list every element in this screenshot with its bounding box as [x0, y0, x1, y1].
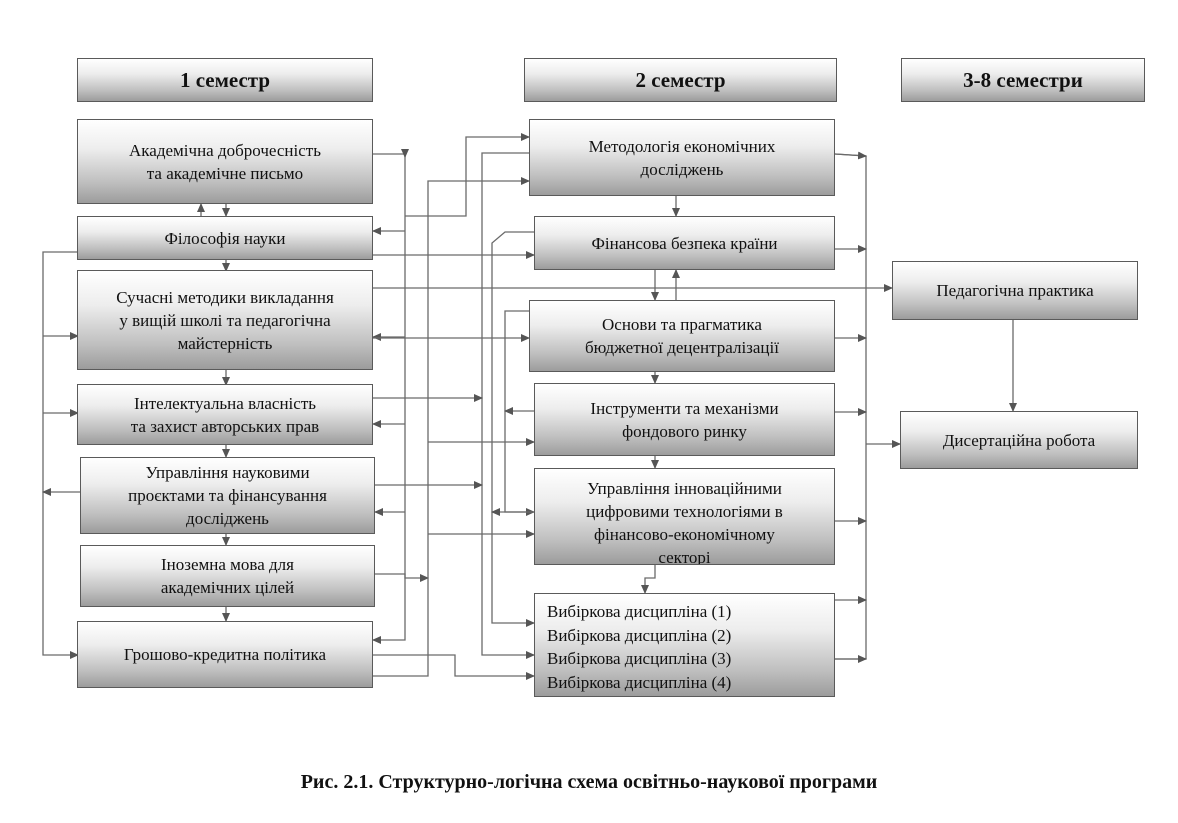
course-financial-security: Фінансова безпека країни	[534, 216, 835, 270]
pedagogical-practice: Педагогічна практика	[892, 261, 1138, 320]
course-budget-decentralization: Основи та прагматика бюджетної децентрал…	[529, 300, 835, 372]
semester-1-header: 1 семестр	[77, 58, 373, 102]
course-teaching-methods: Сучасні методики викладання у вищій школ…	[77, 270, 373, 370]
semester-3-8-header: 3-8 семестри	[901, 58, 1145, 102]
course-intellectual-property: Інтелектуальна власність та захист автор…	[77, 384, 373, 445]
elective-4: Вибіркова дисципліна (4)	[547, 672, 732, 692]
elective-disciplines-list: Вибіркова дисципліна (1) Вибіркова дисци…	[534, 593, 835, 697]
course-monetary-policy: Грошово-кредитна політика	[77, 621, 373, 688]
course-innovation-technologies: Управління інноваційними цифровими техно…	[534, 468, 835, 565]
elective-1: Вибіркова дисципліна (1)	[547, 602, 732, 621]
dissertation-work: Дисертаційна робота	[900, 411, 1138, 469]
course-academic-integrity: Академічна доброчесність та академічне п…	[77, 119, 373, 204]
figure-caption: Рис. 2.1. Структурно-логічна схема освіт…	[300, 771, 878, 793]
course-economic-research-methodology: Методологія економічних досліджень	[529, 119, 835, 196]
course-project-management: Управління науковими проєктами та фінанс…	[80, 457, 375, 534]
semester-2-header: 2 семестр	[524, 58, 837, 102]
course-philosophy-of-science: Філософія науки	[77, 216, 373, 260]
course-foreign-language: Іноземна мова для академічних цілей	[80, 545, 375, 607]
elective-3: Вибіркова дисципліна (3)	[547, 649, 732, 668]
course-stock-market: Інструменти та механізми фондового ринку	[534, 383, 835, 456]
elective-2: Вибіркова дисципліна (2)	[547, 625, 732, 645]
